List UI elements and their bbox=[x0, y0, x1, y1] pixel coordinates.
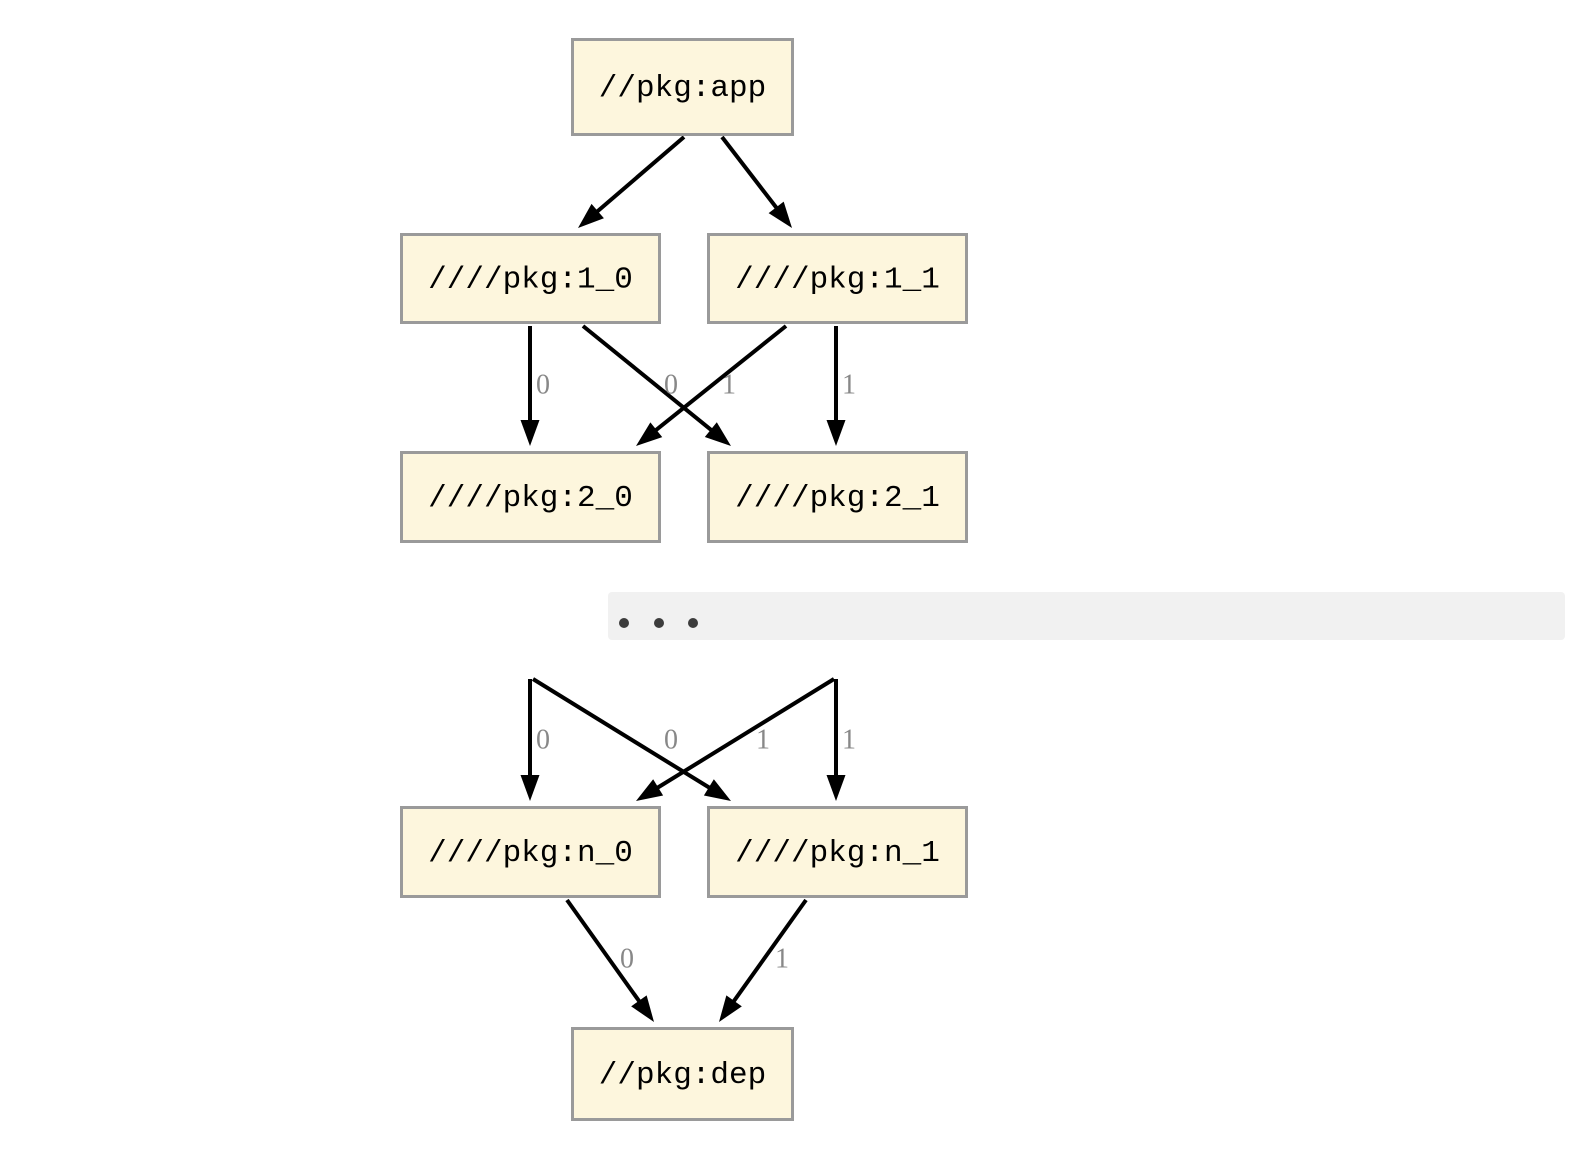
edge-n1_0-to-n2_1 bbox=[581, 324, 731, 446]
node-label: ////pkg:n_0 bbox=[428, 836, 633, 871]
node-label: ////pkg:2_0 bbox=[428, 481, 633, 516]
arrowhead-icon bbox=[520, 775, 540, 801]
edge-nn_1-to-dep bbox=[719, 898, 808, 1022]
arrowhead-icon bbox=[704, 422, 731, 446]
arrowhead-icon bbox=[636, 779, 664, 801]
edge-src-to-nn_0 bbox=[636, 677, 836, 801]
edge-n1_1-to-n2_0 bbox=[636, 324, 788, 446]
edge-label: 1 bbox=[775, 943, 789, 974]
arrowhead-icon bbox=[520, 420, 540, 446]
edge-layer bbox=[520, 135, 846, 1022]
node-box[interactable] bbox=[571, 38, 794, 136]
node-n2_0[interactable]: ////pkg:2_0 bbox=[400, 451, 661, 543]
edge-line bbox=[650, 324, 788, 436]
edge-label: 0 bbox=[536, 369, 550, 400]
edge-label-layer: 0 0 1 1 0 0 1 1 0 1 bbox=[536, 369, 856, 974]
edge-line bbox=[720, 135, 782, 214]
edge-n1_0-to-n2_0 bbox=[520, 326, 540, 446]
node-n1_1[interactable]: ////pkg:1_1 bbox=[707, 233, 968, 324]
arrowhead-icon bbox=[768, 201, 792, 228]
edge-app-to-n1_1 bbox=[720, 135, 792, 228]
edge-label: 0 bbox=[536, 724, 550, 755]
ellipsis-band bbox=[608, 592, 1565, 640]
edge-src-to-nn_1 bbox=[826, 679, 846, 801]
node-nn_0[interactable]: ////pkg:n_0 bbox=[400, 806, 661, 898]
node-box[interactable] bbox=[400, 233, 661, 324]
ellipsis-dot-2 bbox=[688, 618, 698, 628]
edge-label: 0 bbox=[664, 369, 678, 400]
edge-line bbox=[728, 898, 808, 1007]
edge-label: 1 bbox=[842, 724, 856, 755]
edge-src-to-nn_1 bbox=[531, 677, 731, 801]
edge-line bbox=[581, 324, 717, 435]
node-dep[interactable]: //pkg:dep bbox=[571, 1027, 794, 1121]
edge-label: 0 bbox=[620, 943, 634, 974]
arrowhead-icon bbox=[636, 422, 663, 446]
arrowhead-icon bbox=[703, 779, 731, 801]
edge-n1_1-to-n2_1 bbox=[826, 326, 846, 446]
edge-app-to-n1_0 bbox=[578, 135, 686, 228]
node-label: ////pkg:2_1 bbox=[735, 481, 940, 516]
node-nn_1[interactable]: ////pkg:n_1 bbox=[707, 806, 968, 898]
node-n1_0[interactable]: ////pkg:1_0 bbox=[400, 233, 661, 324]
node-box[interactable] bbox=[400, 451, 661, 543]
edge-label: 1 bbox=[842, 369, 856, 400]
edge-src-to-nn_0 bbox=[520, 679, 540, 801]
node-layer: //pkg:app ////pkg:1_0 ////pkg:1_1 ////pkg:2… bbox=[400, 38, 968, 1121]
node-box[interactable] bbox=[400, 806, 661, 898]
edge-label: 0 bbox=[664, 724, 678, 755]
node-label: ////pkg:n_1 bbox=[735, 836, 940, 871]
ellipsis-separator bbox=[608, 592, 1565, 640]
arrowhead-icon bbox=[826, 420, 846, 446]
node-label: //pkg:app bbox=[599, 71, 766, 106]
node-n2_1[interactable]: ////pkg:2_1 bbox=[707, 451, 968, 543]
arrowhead-icon bbox=[719, 995, 742, 1022]
edge-line bbox=[531, 677, 716, 793]
arrowhead-icon bbox=[631, 995, 654, 1022]
edge-line bbox=[651, 677, 836, 793]
ellipsis-dot-1 bbox=[654, 618, 664, 628]
node-box[interactable] bbox=[571, 1027, 794, 1121]
edge-line bbox=[591, 135, 686, 217]
node-label: ////pkg:1_1 bbox=[735, 263, 940, 298]
node-label: //pkg:dep bbox=[599, 1058, 766, 1093]
ellipsis-dot-0 bbox=[619, 618, 629, 628]
edge-line bbox=[565, 898, 645, 1007]
arrowhead-icon bbox=[826, 775, 846, 801]
node-box[interactable] bbox=[707, 233, 968, 324]
edge-label: 1 bbox=[722, 369, 736, 400]
edge-nn_0-to-dep bbox=[565, 898, 654, 1022]
edge-label: 1 bbox=[756, 724, 770, 755]
node-app[interactable]: //pkg:app bbox=[571, 38, 794, 136]
node-box[interactable] bbox=[707, 451, 968, 543]
node-box[interactable] bbox=[707, 806, 968, 898]
node-label: ////pkg:1_0 bbox=[428, 263, 633, 298]
arrowhead-icon bbox=[578, 203, 604, 228]
